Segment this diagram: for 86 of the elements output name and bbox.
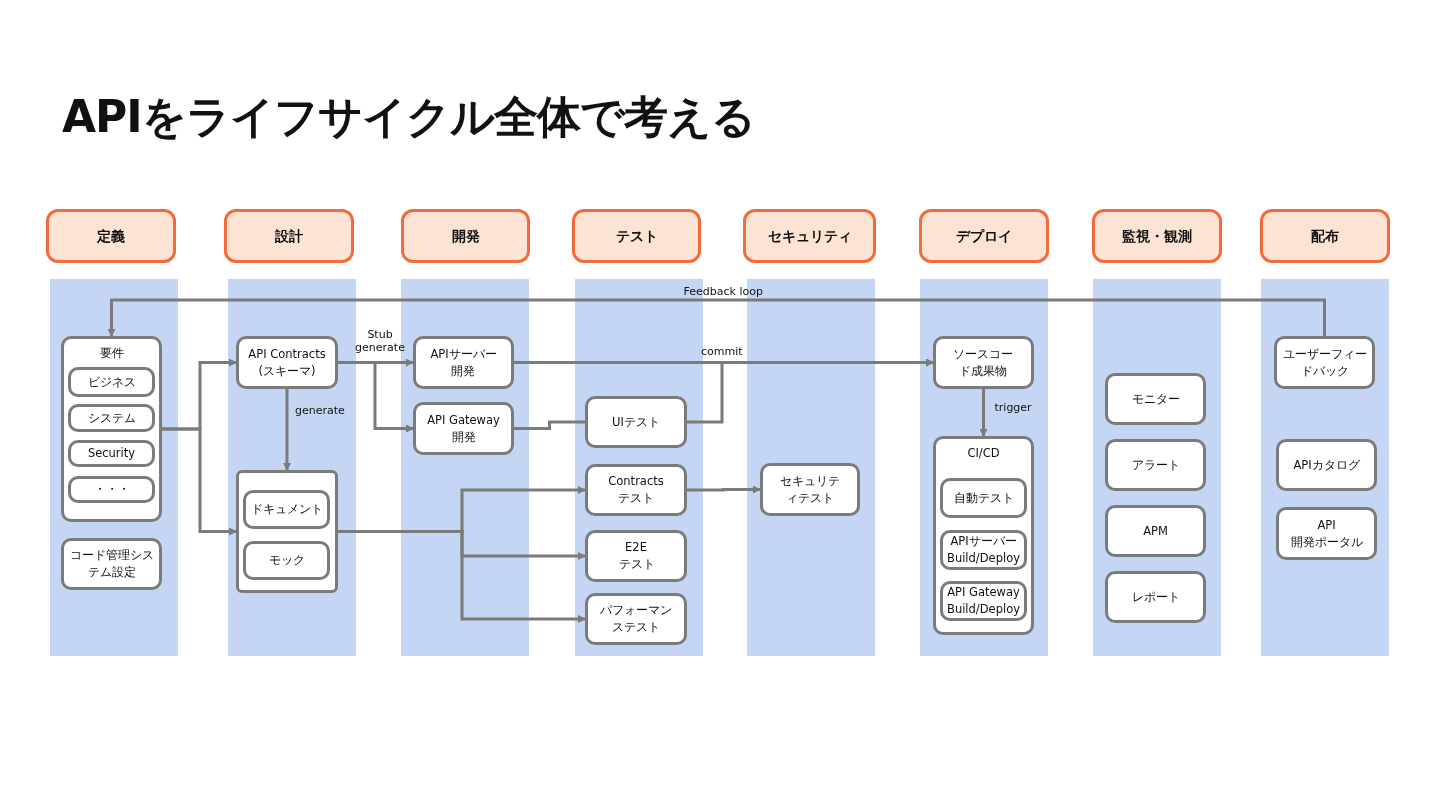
- process-box: [585, 593, 687, 645]
- arrow: [107, 298, 1326, 337]
- node-text: Contracts テスト: [607, 473, 665, 507]
- group-box: [933, 436, 1034, 635]
- process-box: [68, 440, 155, 467]
- group-title: 要件: [98, 345, 125, 362]
- node-text: モック: [267, 552, 306, 569]
- phase-header: [743, 209, 876, 263]
- phase-header: [1260, 209, 1390, 263]
- node-text: セキュリティテスト: [779, 472, 841, 507]
- group-title: CI/CD: [966, 445, 1001, 462]
- process-box: [1276, 507, 1377, 560]
- node-text: モニター: [1130, 390, 1181, 408]
- node-text: アラート: [1130, 456, 1181, 474]
- process-box: [243, 541, 330, 580]
- header-text: セキュリティ: [766, 226, 853, 246]
- arrow: [687, 358, 934, 424]
- process-box: [1105, 505, 1206, 557]
- edge-label: commit: [701, 344, 743, 358]
- arrow: [687, 485, 761, 494]
- node-text: API 開発ポータル: [1289, 516, 1364, 551]
- connector-line: [514, 420, 585, 430]
- arrow: [162, 427, 237, 536]
- phase-header: [919, 209, 1049, 263]
- node-text: API Gateway 開発: [426, 411, 501, 446]
- process-box: [1105, 571, 1206, 623]
- node-text: ドキュメント: [249, 501, 324, 518]
- node-text: APIサーバー Build/Deploy: [946, 533, 1021, 567]
- process-box: [68, 476, 155, 503]
- node-text: システム: [86, 409, 137, 427]
- process-box: [1105, 439, 1206, 491]
- process-box: [760, 463, 860, 516]
- process-box: [585, 530, 687, 582]
- process-box: [585, 396, 687, 448]
- process-box: [1276, 439, 1377, 491]
- node-text: ユーザーフィードバック: [1281, 345, 1368, 380]
- process-box: [61, 538, 162, 590]
- group-box: [61, 336, 162, 522]
- phase-header: [224, 209, 354, 263]
- process-box: [236, 336, 338, 389]
- arrow: [283, 389, 291, 471]
- process-box: [940, 478, 1027, 518]
- header-text: デプロイ: [955, 226, 1013, 246]
- node-text: E2E テスト: [617, 539, 656, 573]
- process-box: [68, 404, 155, 432]
- process-box: [68, 367, 155, 397]
- edge-label: Feedback loop: [683, 284, 763, 298]
- header-text: 定義: [96, 226, 126, 246]
- header-text: テスト: [614, 226, 659, 246]
- node-text: UIテスト: [611, 413, 661, 431]
- phase-header: [46, 209, 176, 263]
- process-box: [243, 490, 330, 529]
- process-box: [413, 402, 514, 455]
- node-text: ソースコード成果物: [952, 345, 1015, 380]
- node-text: ・・・: [92, 481, 131, 498]
- process-box: [940, 530, 1027, 570]
- phase-header: [1092, 209, 1222, 263]
- arrow: [979, 389, 988, 437]
- node-text: パフォーマンステスト: [599, 602, 673, 636]
- node-text: API Gateway Build/Deploy: [946, 584, 1021, 618]
- process-box: [1105, 373, 1206, 425]
- node-text: APM: [1142, 522, 1169, 540]
- process-box: [933, 336, 1034, 389]
- node-text: APIカタログ: [1292, 456, 1361, 474]
- process-box: [1274, 336, 1375, 389]
- edge-label: Stub generate: [354, 328, 406, 355]
- node-text: ビジネス: [86, 373, 137, 391]
- node-text: Security: [86, 445, 137, 462]
- diagram-title: APIをライフサイクル全体で考える: [62, 90, 755, 144]
- node-text: レポート: [1130, 588, 1181, 606]
- edge-label: trigger: [994, 400, 1032, 414]
- phase-header: [401, 209, 530, 263]
- header-text: 設計: [274, 226, 304, 246]
- node-text: APIサーバー開発: [429, 345, 498, 380]
- process-box: [413, 336, 514, 389]
- group-box: [236, 470, 338, 593]
- process-box: [585, 464, 687, 516]
- node-text: コード管理システム設定: [68, 547, 155, 581]
- edge-label: generate: [295, 403, 345, 417]
- node-text: 自動テスト: [952, 489, 1015, 507]
- process-box: [940, 581, 1027, 621]
- phase-header: [572, 209, 701, 263]
- node-text: API Contracts (スキーマ): [247, 345, 327, 380]
- header-text: 開発: [450, 226, 481, 246]
- header-text: 監視・観測: [1121, 226, 1193, 246]
- header-text: 配布: [1310, 226, 1340, 246]
